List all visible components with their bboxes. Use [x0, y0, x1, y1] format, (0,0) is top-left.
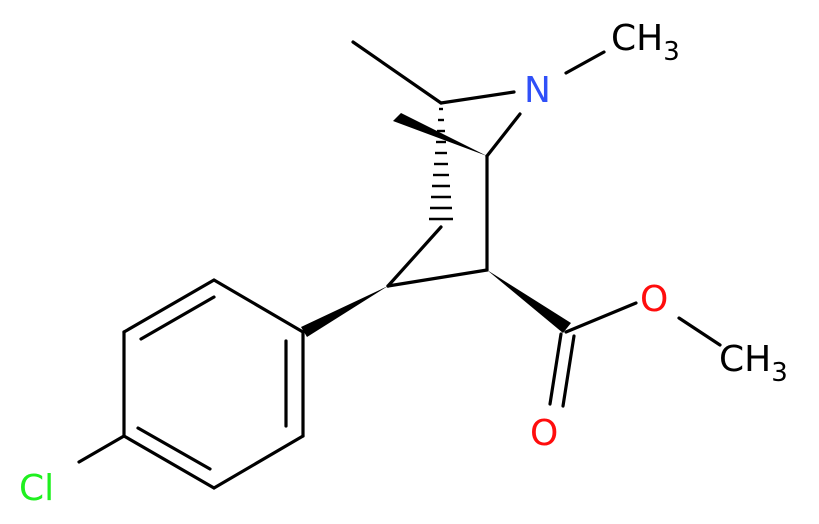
ring-bond-2	[212, 434, 305, 490]
ring-cl-bond	[77, 434, 126, 464]
n-methyl-label: CH3	[611, 18, 680, 67]
bond-c3-c4	[386, 225, 443, 288]
ring-inner-2	[136, 426, 212, 471]
hash-bond-c1-c4	[429, 107, 453, 221]
n-methyl-main: CH	[611, 18, 663, 59]
wedge-c1-c6	[393, 113, 487, 156]
bond-n-c5	[485, 112, 522, 158]
ester-oxygen-label: O	[640, 279, 668, 320]
bond-c-o-double-2	[561, 334, 576, 408]
carbonyl-oxygen-label: O	[530, 413, 558, 454]
bond-c1-n	[439, 90, 516, 105]
bond-o-methyl	[677, 316, 722, 347]
ring-bond-3	[122, 434, 216, 490]
n-methyl-sub: 3	[663, 37, 680, 67]
ring-bond-5	[122, 278, 216, 334]
ring-bond-6	[212, 278, 305, 334]
bond-n-methyl	[564, 50, 606, 75]
bonds	[77, 40, 722, 490]
ester-methyl-sub: 3	[771, 358, 788, 388]
bond-c6-c7	[351, 40, 443, 105]
wedge-bonds	[301, 113, 571, 337]
nitrogen-label: N	[524, 70, 551, 111]
bond-c2-c3	[386, 268, 489, 288]
ring-inner-3	[139, 295, 216, 341]
ester-methyl-label: CH3	[719, 339, 788, 388]
chlorine-label: Cl	[19, 468, 54, 509]
wedge-c3-aryl	[301, 286, 388, 337]
bond-c-o-double-1	[548, 332, 563, 406]
wedge-c2-ester	[487, 270, 571, 333]
ester-methyl-main: CH	[719, 339, 771, 380]
bond-carbonyl-o-ester	[564, 301, 638, 334]
